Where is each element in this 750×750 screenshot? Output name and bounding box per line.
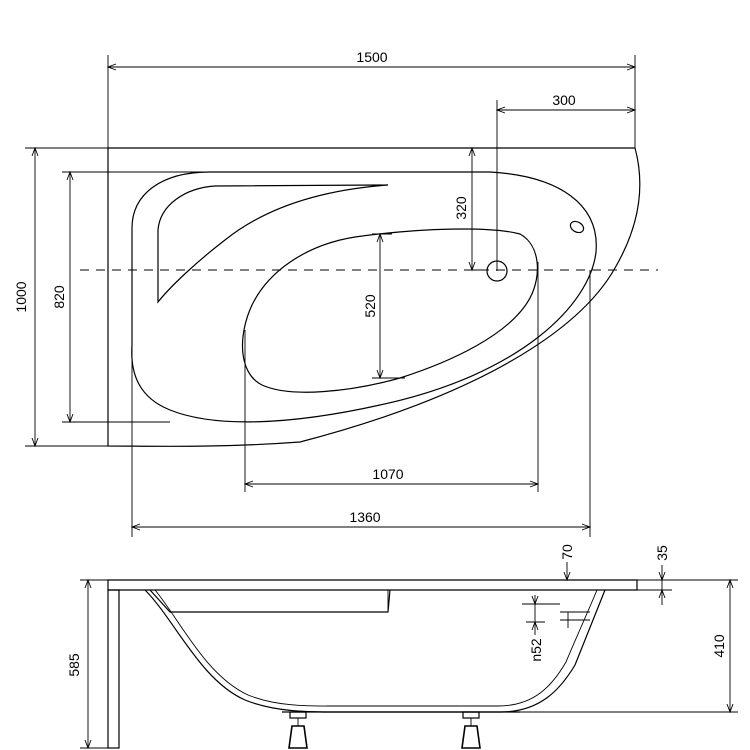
- side-view: 70 35 n52 585 410: [66, 544, 738, 750]
- dim-inner-basin-length: 1070: [372, 466, 403, 482]
- outer-basin-outline: [131, 171, 597, 423]
- dim-overall-length: 1500: [356, 49, 387, 65]
- foot-right: [461, 711, 481, 749]
- backrest-step: [149, 589, 391, 613]
- rim-outline: [107, 579, 638, 591]
- dim-overall-width: 1000: [13, 281, 29, 312]
- foot-left: [288, 711, 308, 749]
- tub-inner-outline: [154, 589, 598, 707]
- dim-rim-overhang: 70: [559, 544, 575, 560]
- dim-overflow-height: n52: [528, 638, 544, 662]
- dim-tub-height: 410: [711, 634, 727, 658]
- dim-inner-basin-depth: 520: [362, 294, 378, 318]
- overflow-icon: [569, 220, 585, 234]
- dim-basin-length: 1360: [349, 509, 380, 525]
- tub-outer-outline: [107, 147, 641, 447]
- backrest-outline: [157, 184, 389, 304]
- plan-view: 1500 300 1000 820 320 520: [13, 49, 658, 537]
- dim-total-height: 585: [66, 653, 82, 677]
- inner-basin-outline: [241, 228, 538, 393]
- dim-drain-depth: 320: [453, 196, 469, 220]
- dim-rim-thickness: 35: [654, 545, 670, 561]
- dim-drain-offset: 300: [552, 92, 576, 108]
- dim-basin-width: 820: [51, 285, 67, 309]
- apron-panel: [107, 589, 120, 749]
